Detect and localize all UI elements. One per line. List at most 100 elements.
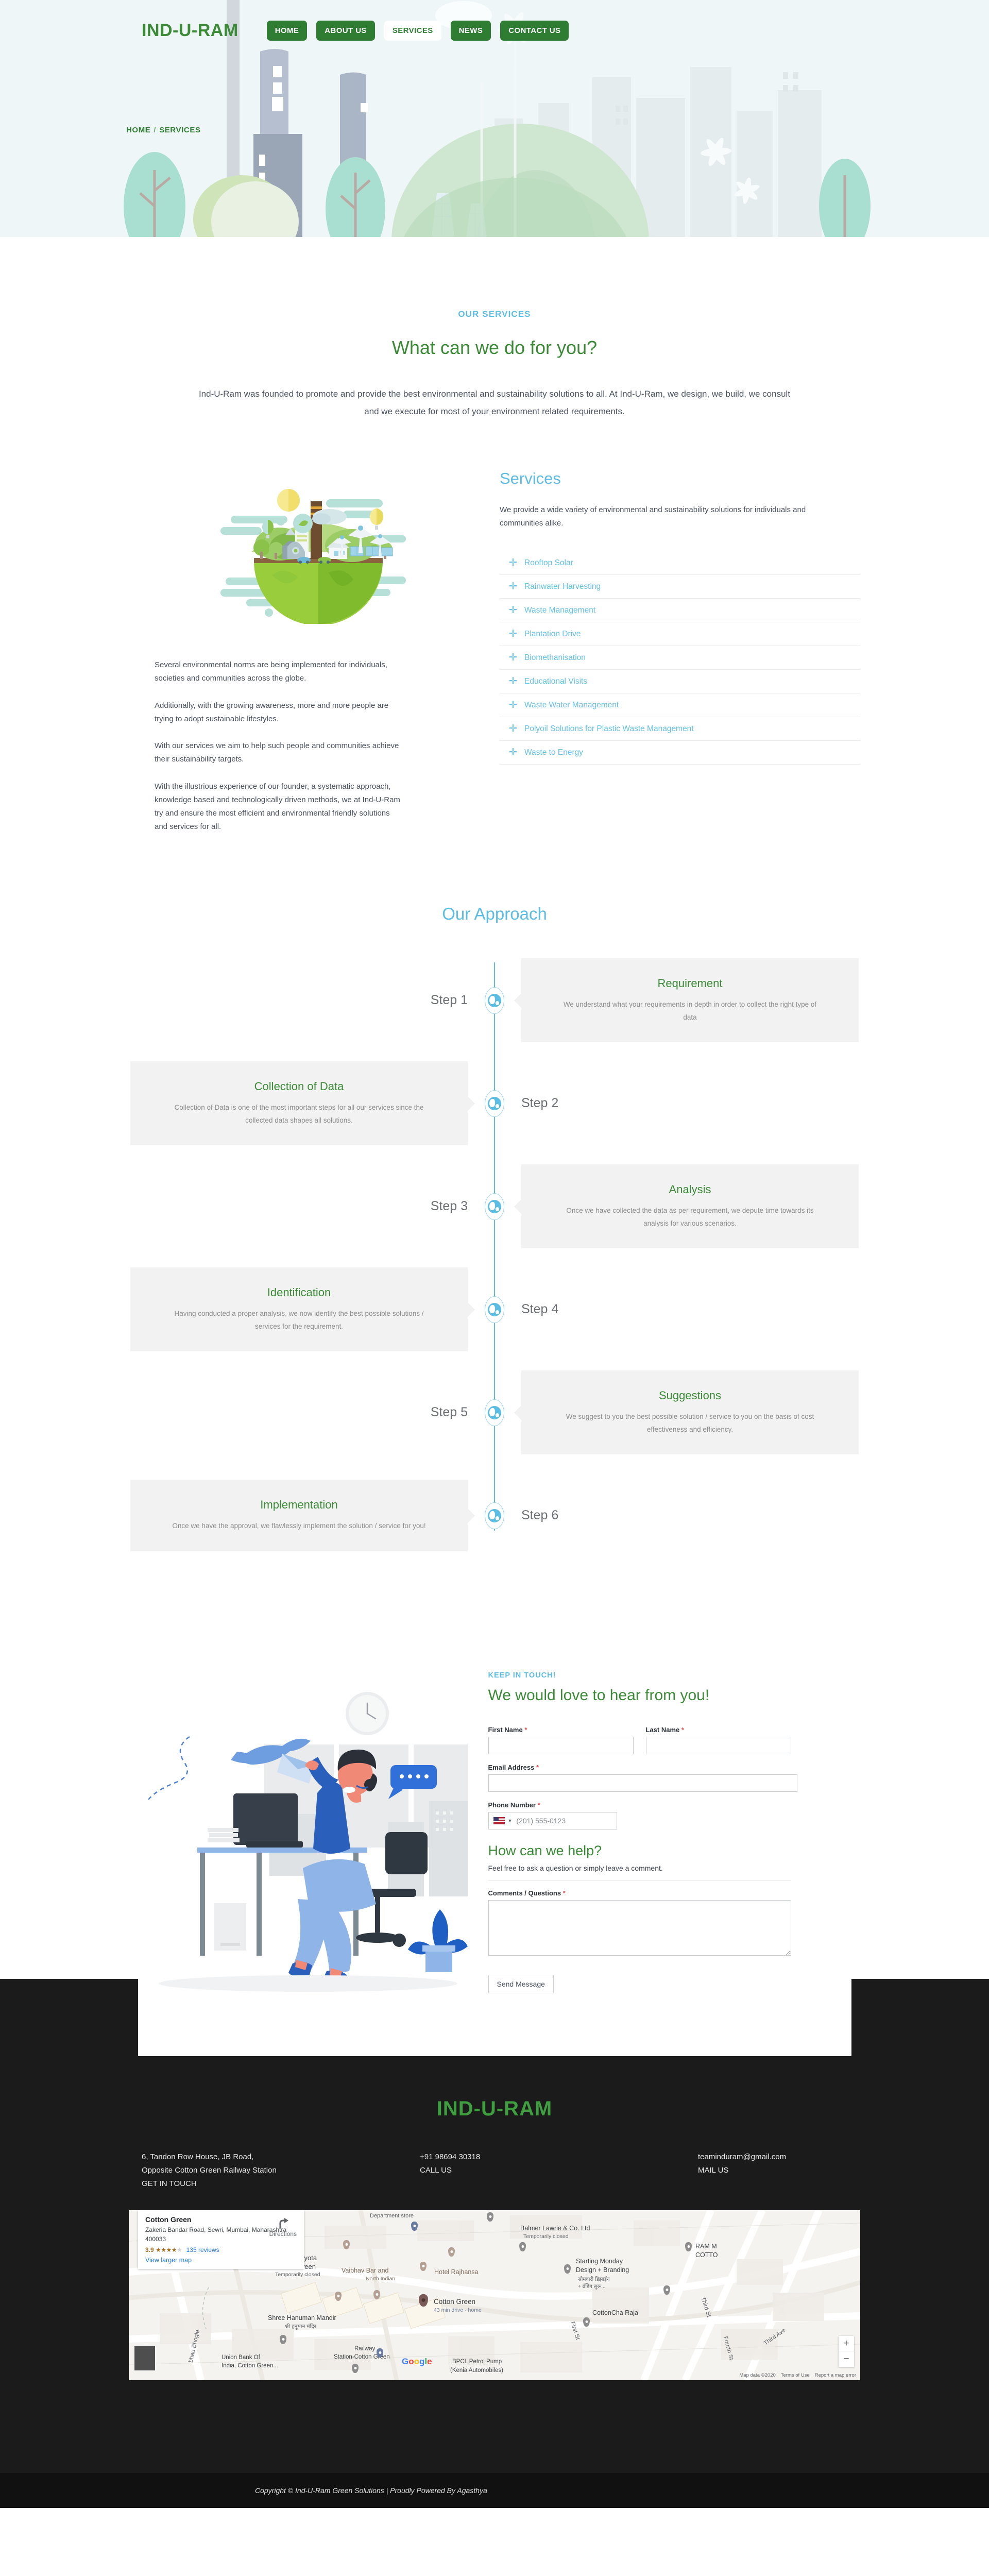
email-input[interactable] <box>488 1774 797 1792</box>
email-label-text: Email Address <box>488 1763 535 1771</box>
service-accordion-waste-management[interactable]: ✛ Waste Management <box>500 599 860 622</box>
required-asterisk: * <box>524 1725 527 1734</box>
first-name-input[interactable] <box>488 1736 634 1754</box>
approach-card-title: Identification <box>267 1285 331 1299</box>
map-info-title: Cotton Green <box>145 2215 192 2224</box>
approach-card-desc: Collection of Data is one of the most im… <box>174 1103 424 1124</box>
email-label: Email Address * <box>488 1764 797 1771</box>
intro-body: Ind-U-Ram was founded to promote and pro… <box>198 389 791 416</box>
footer-phone[interactable]: +91 98694 30318 <box>420 2152 481 2161</box>
service-label: Polyoil Solutions for Plastic Waste Mana… <box>524 724 694 733</box>
rating-reviews[interactable]: 135 reviews <box>186 2246 219 2254</box>
nav-item-news[interactable]: NEWS <box>450 21 491 41</box>
timeline-row-step-4: Identification Having conducted a proper… <box>129 1264 860 1355</box>
map-pin-starting-monday <box>564 2264 571 2274</box>
footer-email[interactable]: teaminduram@gmail.com <box>698 2152 787 2161</box>
terms-of-use-link[interactable]: Terms of Use <box>780 2372 810 2379</box>
country-flag-icon <box>493 1817 505 1824</box>
service-accordion-educational-visits[interactable]: ✛ Educational Visits <box>500 670 860 693</box>
step-number: Step 4 <box>521 1302 559 1316</box>
nav-item-about-us[interactable]: ABOUT US <box>316 21 375 41</box>
service-label: Plantation Drive <box>524 629 581 638</box>
timeline-node-icon <box>485 987 504 1014</box>
approach-card-title: Analysis <box>669 1182 711 1196</box>
footer-phone-label: CALL US <box>420 2165 452 2175</box>
directions-button[interactable]: Directions <box>269 2217 297 2238</box>
map-pin-hanuman-mandir <box>280 2335 286 2345</box>
service-accordion-waste-to-energy[interactable]: ✛ Waste to Energy <box>500 741 860 765</box>
service-accordion-rainwater-harvesting[interactable]: ✛ Rainwater Harvesting <box>500 575 860 599</box>
approach-card: Analysis Once we have collected the data… <box>521 1164 859 1249</box>
breadcrumb-current: SERVICES <box>159 126 201 134</box>
step-number: Step 6 <box>521 1508 559 1522</box>
help-note: Feel free to ask a question or simply le… <box>488 1863 663 1872</box>
map-pin-ram-m <box>685 2242 692 2252</box>
first-name-label: First Name * <box>488 1726 634 1734</box>
timeline-node-icon <box>485 1399 504 1426</box>
last-name-label: Last Name * <box>646 1726 791 1734</box>
nav-item-services[interactable]: SERVICES <box>384 21 441 41</box>
plus-icon: ✛ <box>509 605 517 616</box>
breadcrumb-home[interactable]: HOME <box>126 126 151 134</box>
service-label: Biomethanisation <box>524 653 586 662</box>
services-paragraph-2: Additionally, with the growing awareness… <box>155 701 389 723</box>
timeline-row-step-2: Collection of Data Collection of Data is… <box>129 1058 860 1149</box>
approach-card-title: Requirement <box>657 976 723 990</box>
approach-card: Suggestions We suggest to you the best p… <box>521 1370 859 1455</box>
service-accordion-plantation-drive[interactable]: ✛ Plantation Drive <box>500 622 860 646</box>
hero-city-illustration <box>0 0 989 237</box>
approach-card-title: Collection of Data <box>254 1079 344 1093</box>
hero-section: IND-U-RAM HOME ABOUT US SERVICES NEWS CO… <box>0 0 989 237</box>
comments-label: Comments / Questions * <box>488 1889 797 1897</box>
timeline-row-step-3: Step 3 Analysis Once we have collected t… <box>129 1161 860 1252</box>
plus-icon: ✛ <box>509 557 517 568</box>
required-asterisk: * <box>681 1725 684 1734</box>
map-pin-cotton-green <box>419 2294 428 2307</box>
phone-input-wrapper[interactable]: ▼ (201) 555-0123 <box>488 1811 617 1829</box>
last-name-input[interactable] <box>645 1736 791 1754</box>
plus-icon: ✛ <box>509 652 517 663</box>
chevron-down-icon[interactable]: ▼ <box>507 1818 513 1823</box>
approach-section: Our Approach Step 1 Requirement We under… <box>0 904 989 1562</box>
map-pin-bank <box>663 2285 670 2295</box>
required-asterisk: * <box>562 1889 566 1897</box>
zoom-out-button[interactable]: − <box>843 2353 849 2365</box>
service-accordion-rooftop-solar[interactable]: ✛ Rooftop Solar <box>500 551 860 575</box>
nav-item-home[interactable]: HOME <box>266 21 308 41</box>
timeline-row-step-5: Step 5 Suggestions We suggest to you the… <box>129 1367 860 1459</box>
required-asterisk: * <box>536 1763 539 1771</box>
map-info-card: Cotton Green Zakeria Bandar Road, Sewri,… <box>138 2210 304 2269</box>
service-accordion-polyoil-solutions[interactable]: ✛ Polyoil Solutions for Plastic Waste Ma… <box>500 717 860 741</box>
service-label: Rainwater Harvesting <box>524 582 601 591</box>
help-heading: How can we help? <box>488 1842 602 1858</box>
timeline-axis <box>494 962 495 1531</box>
phone-label: Phone Number * <box>488 1801 797 1809</box>
approach-card-desc: Having conducted a proper analysis, we n… <box>174 1309 424 1330</box>
approach-card-desc: We suggest to you the best possible solu… <box>566 1412 814 1433</box>
map-zoom-controls: + − <box>839 2336 854 2367</box>
service-accordion-biomethanisation[interactable]: ✛ Biomethanisation <box>500 646 860 670</box>
plus-icon: ✛ <box>509 676 517 687</box>
zoom-in-button[interactable]: + <box>839 2336 854 2352</box>
street-view-thumbnail[interactable] <box>134 2345 156 2371</box>
timeline-node-icon <box>485 1502 504 1529</box>
send-message-button[interactable]: Send Message <box>488 1974 554 1993</box>
brand-logo[interactable]: IND-U-RAM <box>142 21 238 40</box>
view-larger-map-link[interactable]: View larger map <box>145 2257 192 2264</box>
report-map-error-link[interactable]: Report a map error <box>814 2372 856 2379</box>
last-name-field-group: Last Name * <box>645 1726 791 1754</box>
google-watermark: Google <box>402 2357 432 2367</box>
directions-label: Directions <box>269 2230 297 2238</box>
service-accordion-waste-water-management[interactable]: ✛ Waste Water Management <box>500 693 860 717</box>
map-pin-restaurant <box>335 2292 342 2301</box>
comments-textarea[interactable] <box>488 1900 791 1956</box>
nav-item-contact-us[interactable]: CONTACT US <box>500 21 569 41</box>
footer-logo: IND-U-RAM <box>436 2097 553 2120</box>
map-data-attribution: Map data ©2020 <box>739 2372 776 2379</box>
location-map[interactable]: Department store Madhuban Toyota - Cotto… <box>129 2210 860 2381</box>
last-name-label-text: Last Name <box>645 1725 680 1734</box>
contact-section: KEEP IN TOUCH! We would love to hear fro… <box>0 1631 989 2056</box>
phone-label-text: Phone Number <box>488 1801 536 1809</box>
footer-phone-column: +91 98694 30318 CALL US <box>420 2150 698 2191</box>
map-attribution: Map data ©2020 Terms of Use Report a map… <box>739 2372 856 2378</box>
